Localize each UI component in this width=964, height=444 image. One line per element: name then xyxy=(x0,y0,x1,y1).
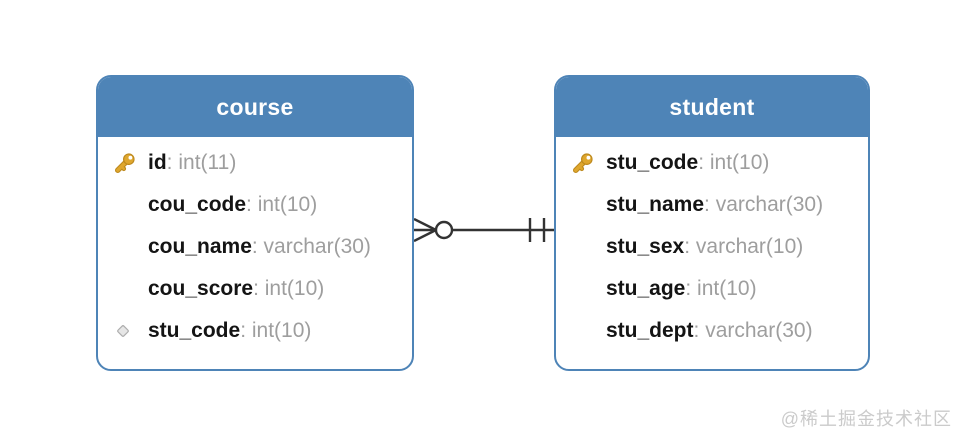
column-name: stu_sex xyxy=(606,235,685,258)
table-row[interactable]: cou_codeint(10) xyxy=(98,184,412,226)
column-type: int(10) xyxy=(698,151,770,175)
column-type: varchar(30) xyxy=(704,193,823,217)
column-name: cou_score xyxy=(148,277,254,300)
column-name: stu_dept xyxy=(606,319,694,342)
table-row[interactable]: stu_ageint(10) xyxy=(556,268,868,310)
column-type: int(10) xyxy=(685,277,757,301)
table-student-title: student xyxy=(669,93,755,120)
column-name: stu_age xyxy=(606,277,686,300)
column-type: int(10) xyxy=(240,319,312,343)
table-row[interactable]: stu_codeint(10) xyxy=(556,142,868,184)
column-name: cou_name xyxy=(148,235,252,258)
column-type: int(11) xyxy=(167,151,236,175)
table-student[interactable]: student stu_codeint(10) xyxy=(554,75,870,371)
table-row[interactable]: stu_codeint(10) xyxy=(98,310,412,352)
icon-cell xyxy=(114,152,148,174)
column-type: varchar(30) xyxy=(694,319,812,343)
column-name: stu_code xyxy=(606,151,699,174)
icon-cell xyxy=(572,152,606,174)
table-course-title: course xyxy=(216,93,294,120)
table-row[interactable]: stu_namevarchar(30) xyxy=(556,184,868,226)
column-name: cou_code xyxy=(148,193,247,216)
table-row[interactable]: stu_sexvarchar(10) xyxy=(556,226,868,268)
column-type: varchar(10) xyxy=(684,235,803,259)
table-course-body: idint(11) cou_codeint(10) cou_namevarcha… xyxy=(98,137,412,352)
column-type: int(10) xyxy=(246,193,318,217)
column-type: varchar(30) xyxy=(252,235,371,259)
primary-key-icon xyxy=(573,153,593,173)
table-course[interactable]: course idint(11) cou_cod xyxy=(96,75,414,371)
table-row[interactable]: cou_namevarchar(30) xyxy=(98,226,412,268)
table-student-header[interactable]: student xyxy=(556,77,868,137)
column-name: stu_name xyxy=(606,193,705,216)
icon-cell xyxy=(114,322,148,340)
table-row[interactable]: idint(11) xyxy=(98,142,412,184)
table-row[interactable]: cou_scoreint(10) xyxy=(98,268,412,310)
table-course-header[interactable]: course xyxy=(98,77,412,137)
primary-key-icon xyxy=(115,153,135,173)
foreign-key-diamond-icon xyxy=(117,325,129,337)
column-name: stu_code xyxy=(148,319,241,342)
table-row[interactable]: stu_deptvarchar(30) xyxy=(556,310,868,352)
watermark: @稀土掘金技术社区 xyxy=(780,409,952,429)
relationship-line[interactable] xyxy=(414,205,554,255)
zero-or-many-marker xyxy=(414,217,454,243)
column-type: int(10) xyxy=(253,277,325,301)
one-and-only-one-marker xyxy=(528,218,546,242)
column-name: id xyxy=(148,151,167,174)
table-student-body: stu_codeint(10) stu_namevarchar(30) stu_… xyxy=(556,137,868,352)
